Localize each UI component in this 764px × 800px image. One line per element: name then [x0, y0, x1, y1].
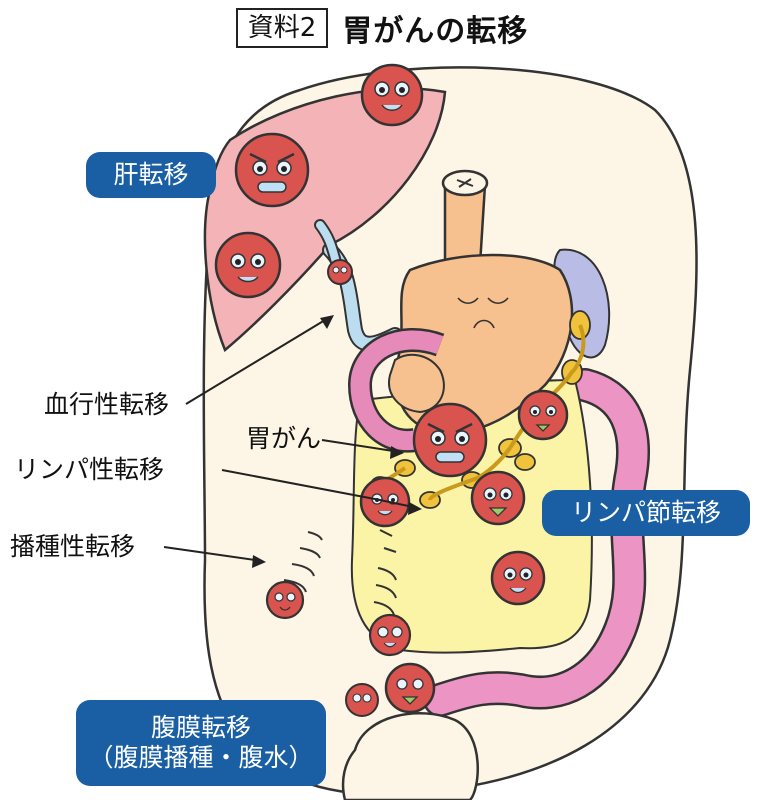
- tumor-lymph-right: [517, 389, 569, 441]
- stomach-eye-left: [457, 297, 479, 305]
- tumor-omentum: [490, 550, 546, 606]
- badge-peritoneal: 腹膜転移 （腹膜播種・腹水）: [76, 700, 326, 786]
- label-dissemination: 播種性転移: [10, 532, 136, 561]
- tumor-peritoneal-bottom: [384, 662, 436, 714]
- tumor-liver-mid: [234, 132, 310, 208]
- leader-hematogenous: [185, 316, 331, 405]
- leader-lines: [163, 316, 419, 562]
- tumor-primary: [412, 402, 488, 478]
- tumor-dissemination: [265, 580, 305, 620]
- title-tag: 資料2: [235, 8, 329, 48]
- page-title: 胃がんの転移: [342, 14, 529, 49]
- dissemination-trail: [283, 529, 397, 616]
- label-gastric-cancer: 胃がん: [246, 424, 322, 453]
- leader-lymphatic: [221, 469, 419, 509]
- stomach-mouth: [473, 319, 495, 329]
- leader-dissemination: [163, 546, 263, 562]
- title-row: 資料2 胃がんの転移: [0, 6, 764, 50]
- tumor-peritoneal-mid: [368, 613, 412, 657]
- badge-lymph-node: リンパ節転移: [542, 490, 750, 536]
- label-lymphatic: リンパ性転移: [14, 455, 165, 484]
- badge-peritoneal-line1: 腹膜転移: [150, 713, 251, 742]
- tumor-lymph-mid: [470, 470, 526, 526]
- tumor-liver-top: [360, 63, 424, 127]
- tumor-liver-low: [214, 231, 282, 299]
- pelvis: [341, 712, 479, 800]
- badge-peritoneal-line2: （腹膜播種・腹水）: [88, 743, 314, 772]
- leader-gastric: [321, 439, 401, 453]
- stomach-eye-right: [487, 297, 509, 305]
- arrowheads: [252, 315, 422, 568]
- tumor-vessel: [327, 259, 353, 285]
- tumor-peritoneal-left: [345, 683, 379, 717]
- badge-liver: 肝転移: [86, 152, 216, 198]
- label-hematogenous: 血行性転移: [44, 390, 170, 419]
